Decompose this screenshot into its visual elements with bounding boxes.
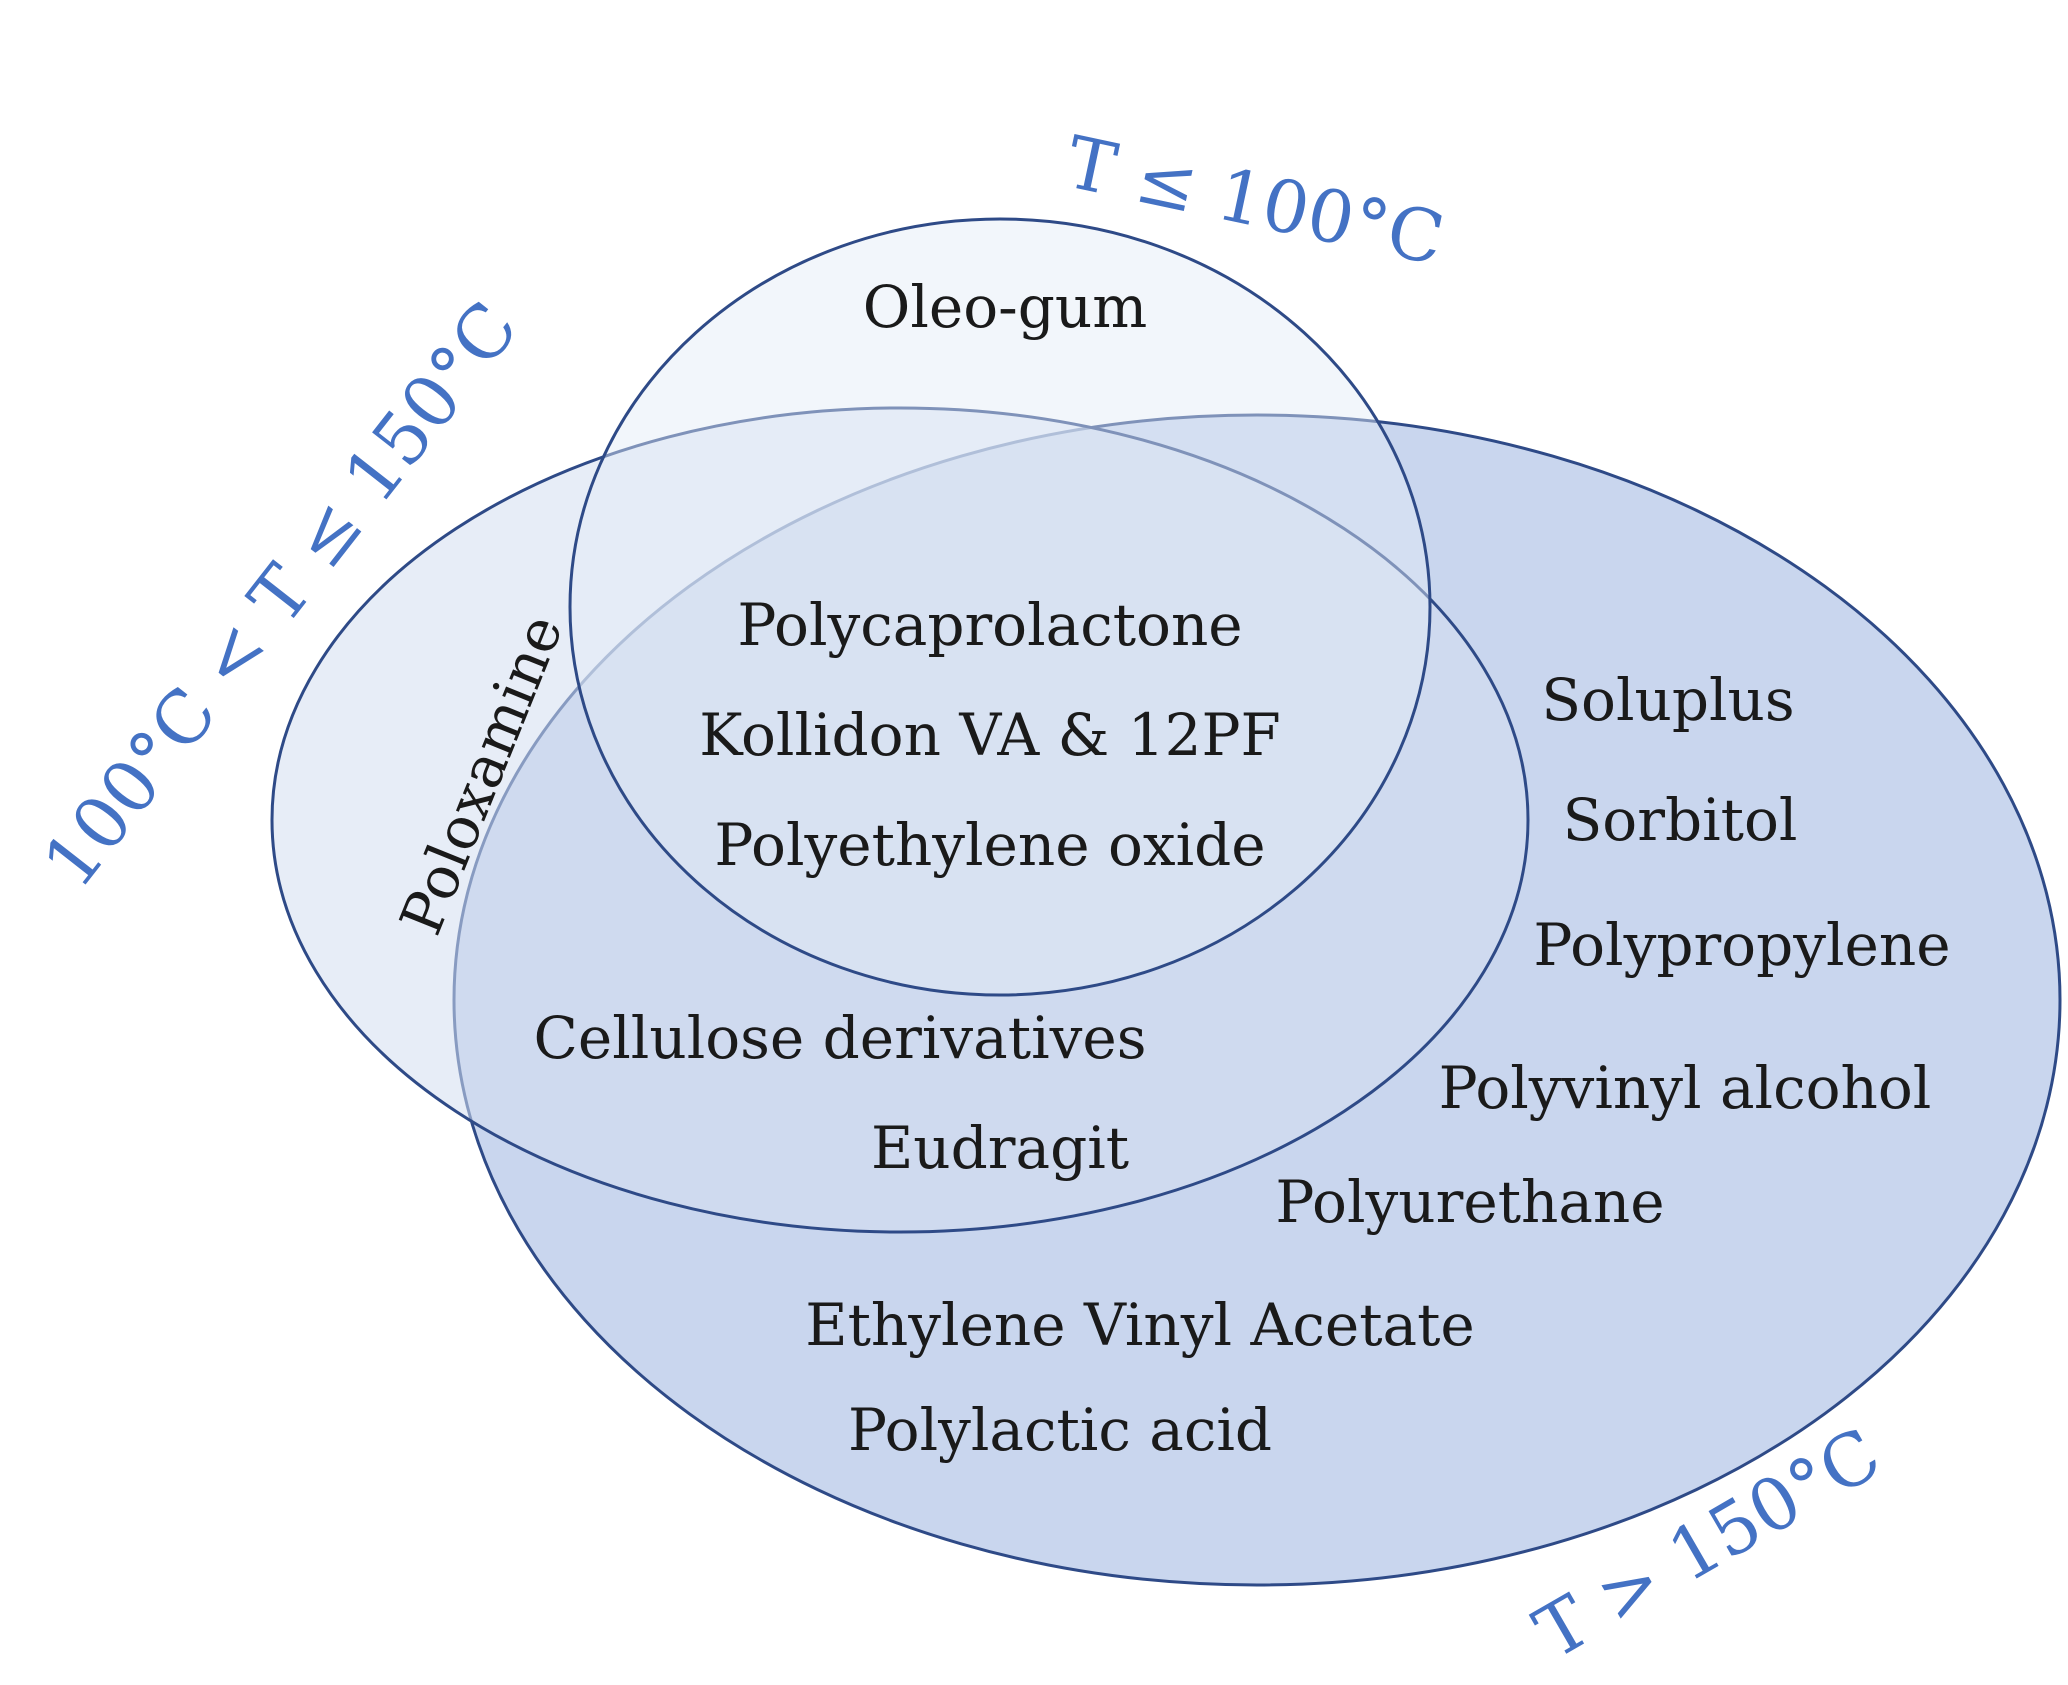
item-polypropylene: Polypropylene: [1533, 911, 1950, 979]
item-cellulose-derivatives: Cellulose derivatives: [534, 1004, 1147, 1072]
item-ethylene-vinyl-acetate: Ethylene Vinyl Acetate: [805, 1291, 1475, 1359]
item-eudragit: Eudragit: [871, 1114, 1129, 1182]
item-soluplus: Soluplus: [1541, 666, 1794, 734]
set-low-ellipse: [568, 217, 1432, 997]
item-kollidon: Kollidon VA & 12PF: [699, 701, 1281, 769]
item-polylactic-acid: Polylactic acid: [848, 1396, 1272, 1464]
set-mid-ellipse: [270, 406, 1530, 1234]
item-polyurethane: Polyurethane: [1275, 1168, 1664, 1236]
item-oleo-gum: Oleo-gum: [863, 273, 1147, 341]
item-polyvinyl-alcohol: Polyvinyl alcohol: [1439, 1054, 1932, 1122]
item-polyethylene-oxide: Polyethylene oxide: [714, 811, 1265, 879]
item-sorbitol: Sorbitol: [1563, 786, 1798, 854]
item-polycaprolactone: Polycaprolactone: [737, 591, 1242, 659]
